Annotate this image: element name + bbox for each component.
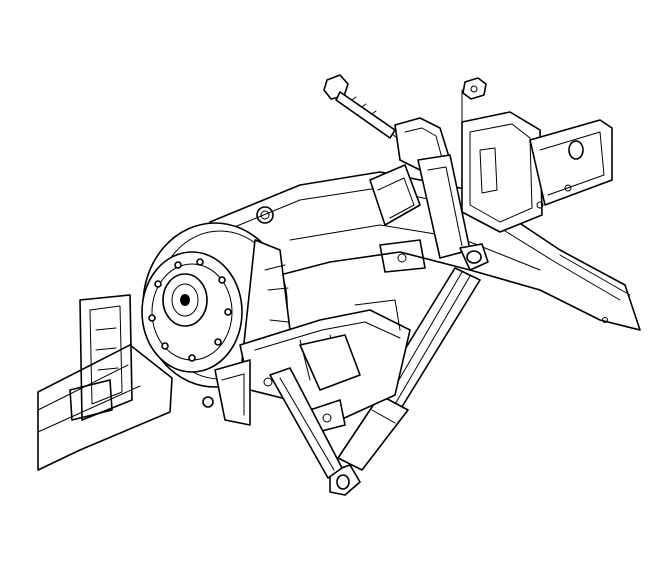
left-frame-rail [37, 294, 173, 471]
upper-shock-nut [461, 77, 487, 123]
upper-shock-bolt [323, 74, 411, 149]
rear-frame-bracket [461, 111, 613, 233]
shock-absorber [329, 243, 489, 496]
upper-shock-mount [369, 117, 471, 259]
lower-shock-mount [269, 367, 343, 479]
